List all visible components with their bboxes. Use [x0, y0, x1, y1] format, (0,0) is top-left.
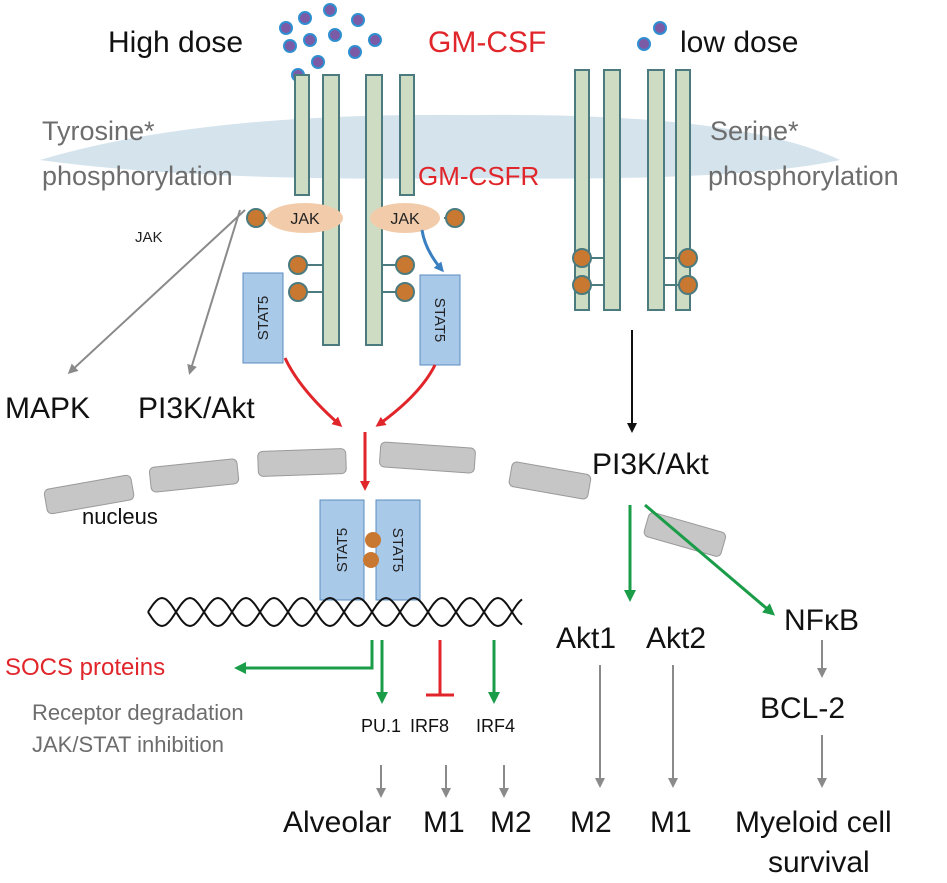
ligand-molecule — [348, 45, 362, 59]
socs-proteins-label: SOCS proteins — [5, 654, 165, 681]
akt2-label: Akt2 — [646, 622, 706, 655]
ligand-molecule — [303, 33, 317, 47]
left-phospho-sites — [246, 208, 465, 302]
phospho-site — [572, 275, 592, 295]
akt1-label: Akt1 — [556, 622, 616, 655]
pu1-label: PU.1 — [361, 716, 401, 736]
jak-left-oval — [267, 203, 343, 233]
jak-right-oval — [370, 203, 440, 233]
phospho-site — [288, 255, 308, 275]
jak-small-label: JAK — [135, 229, 163, 246]
mapk-label: MAPK — [5, 392, 90, 425]
jak-to-pi3k-arrow — [187, 209, 241, 375]
stat5-right-box — [419, 274, 461, 366]
pi3k-to-nfkb-arrow — [644, 503, 776, 616]
receptor-chain — [675, 69, 691, 311]
irf4-label: IRF4 — [476, 716, 515, 736]
ligand-molecule — [298, 11, 312, 25]
nucleus-segment — [148, 458, 240, 493]
jak-right-label: JAK — [390, 211, 420, 228]
myeloid-cell-label: Myeloid cell — [735, 806, 892, 839]
right-phospho-sites — [572, 248, 698, 295]
receptor-chain — [294, 74, 310, 196]
nucleus-segment — [379, 441, 476, 474]
m2-right-label: M2 — [570, 806, 612, 839]
m1-right-label: M1 — [650, 806, 692, 839]
dna-helix — [147, 596, 523, 628]
left-receptor — [294, 74, 415, 346]
dna-strand — [147, 596, 523, 628]
jak-left-label: JAK — [290, 211, 320, 228]
stat5-dimer-right-label: STAT5 — [389, 528, 406, 572]
stat5-left-to-nucleus-arrow — [283, 357, 343, 427]
nucleus-segment — [508, 461, 592, 500]
ligand-molecule — [279, 21, 293, 35]
ligand-molecule — [328, 28, 342, 42]
m2-left-label: M2 — [490, 806, 532, 839]
stat5-to-socs-arrow — [234, 640, 374, 674]
survival-label: survival — [768, 846, 870, 879]
ligand-molecule — [351, 13, 365, 27]
phospho-site — [678, 248, 698, 268]
irf8-label: IRF8 — [410, 716, 449, 736]
stat5-dimer-left-label: STAT5 — [334, 528, 351, 572]
receptor-chain — [399, 74, 415, 196]
ligand-molecule — [311, 55, 325, 69]
receptor-chain — [574, 69, 590, 311]
alveolar-label: Alveolar — [283, 806, 391, 839]
serine-label-line1: Serine* — [710, 116, 799, 146]
tyrosine-label-line1: Tyrosine* — [42, 116, 155, 146]
m1-left-label: M1 — [423, 806, 465, 839]
nucleus-segment — [257, 448, 347, 477]
phospho-site — [572, 248, 592, 268]
phospho-site — [395, 255, 415, 275]
tyrosine-label-line2: phosphorylation — [42, 161, 233, 191]
jak-stat-inhibition-label: JAK/STAT inhibition — [32, 732, 224, 757]
gm-csfr-label: GM-CSFR — [418, 161, 539, 191]
stat5-right-label: STAT5 — [431, 298, 448, 342]
stat5-dimer-left-box — [319, 499, 365, 601]
ligand-molecule — [283, 39, 297, 53]
nfkb-label: NFκB — [784, 604, 859, 637]
ligand-molecule — [653, 21, 667, 35]
stat5-dimer-right-box — [375, 499, 421, 601]
gm-csf-ligands — [279, 3, 667, 82]
stat5-left-box — [242, 272, 284, 364]
cell-membrane — [40, 114, 840, 179]
phospho-site — [288, 282, 308, 302]
jak-to-mapk-arrow — [67, 209, 246, 375]
ligand-molecule — [323, 3, 337, 17]
phospho-site — [445, 208, 465, 228]
serine-label-line2: phosphorylation — [708, 161, 899, 191]
phospho-site — [246, 208, 266, 228]
phospho-site — [395, 282, 415, 302]
stat5-left-label: STAT5 — [255, 296, 272, 340]
pi3k-akt-right-label: PI3K/Akt — [592, 448, 709, 481]
dimer-phospho-site — [365, 532, 381, 548]
gm-csf-label: GM-CSF — [428, 26, 546, 59]
receptor-chain — [603, 69, 621, 311]
stat5-right-to-nucleus-arrow — [375, 364, 437, 427]
high-dose-label: High dose — [108, 26, 243, 59]
dimer-phospho-site — [363, 552, 379, 568]
nucleus-label: nucleus — [82, 504, 158, 529]
right-receptor — [574, 69, 691, 311]
ligand-molecule — [637, 37, 651, 51]
receptor-chain — [647, 69, 665, 311]
phospho-site — [678, 275, 698, 295]
nucleus-segment — [43, 474, 135, 515]
jak-to-stat5-arrow — [420, 229, 444, 273]
bcl2-label: BCL-2 — [760, 692, 845, 725]
low-dose-label: low dose — [680, 26, 798, 59]
pi3k-akt-left-label: PI3K/Akt — [138, 392, 255, 425]
ligand-molecule — [368, 33, 382, 47]
nucleus-segment — [643, 512, 727, 557]
receptor-degradation-label: Receptor degradation — [32, 700, 244, 725]
dna-strand — [147, 596, 523, 628]
